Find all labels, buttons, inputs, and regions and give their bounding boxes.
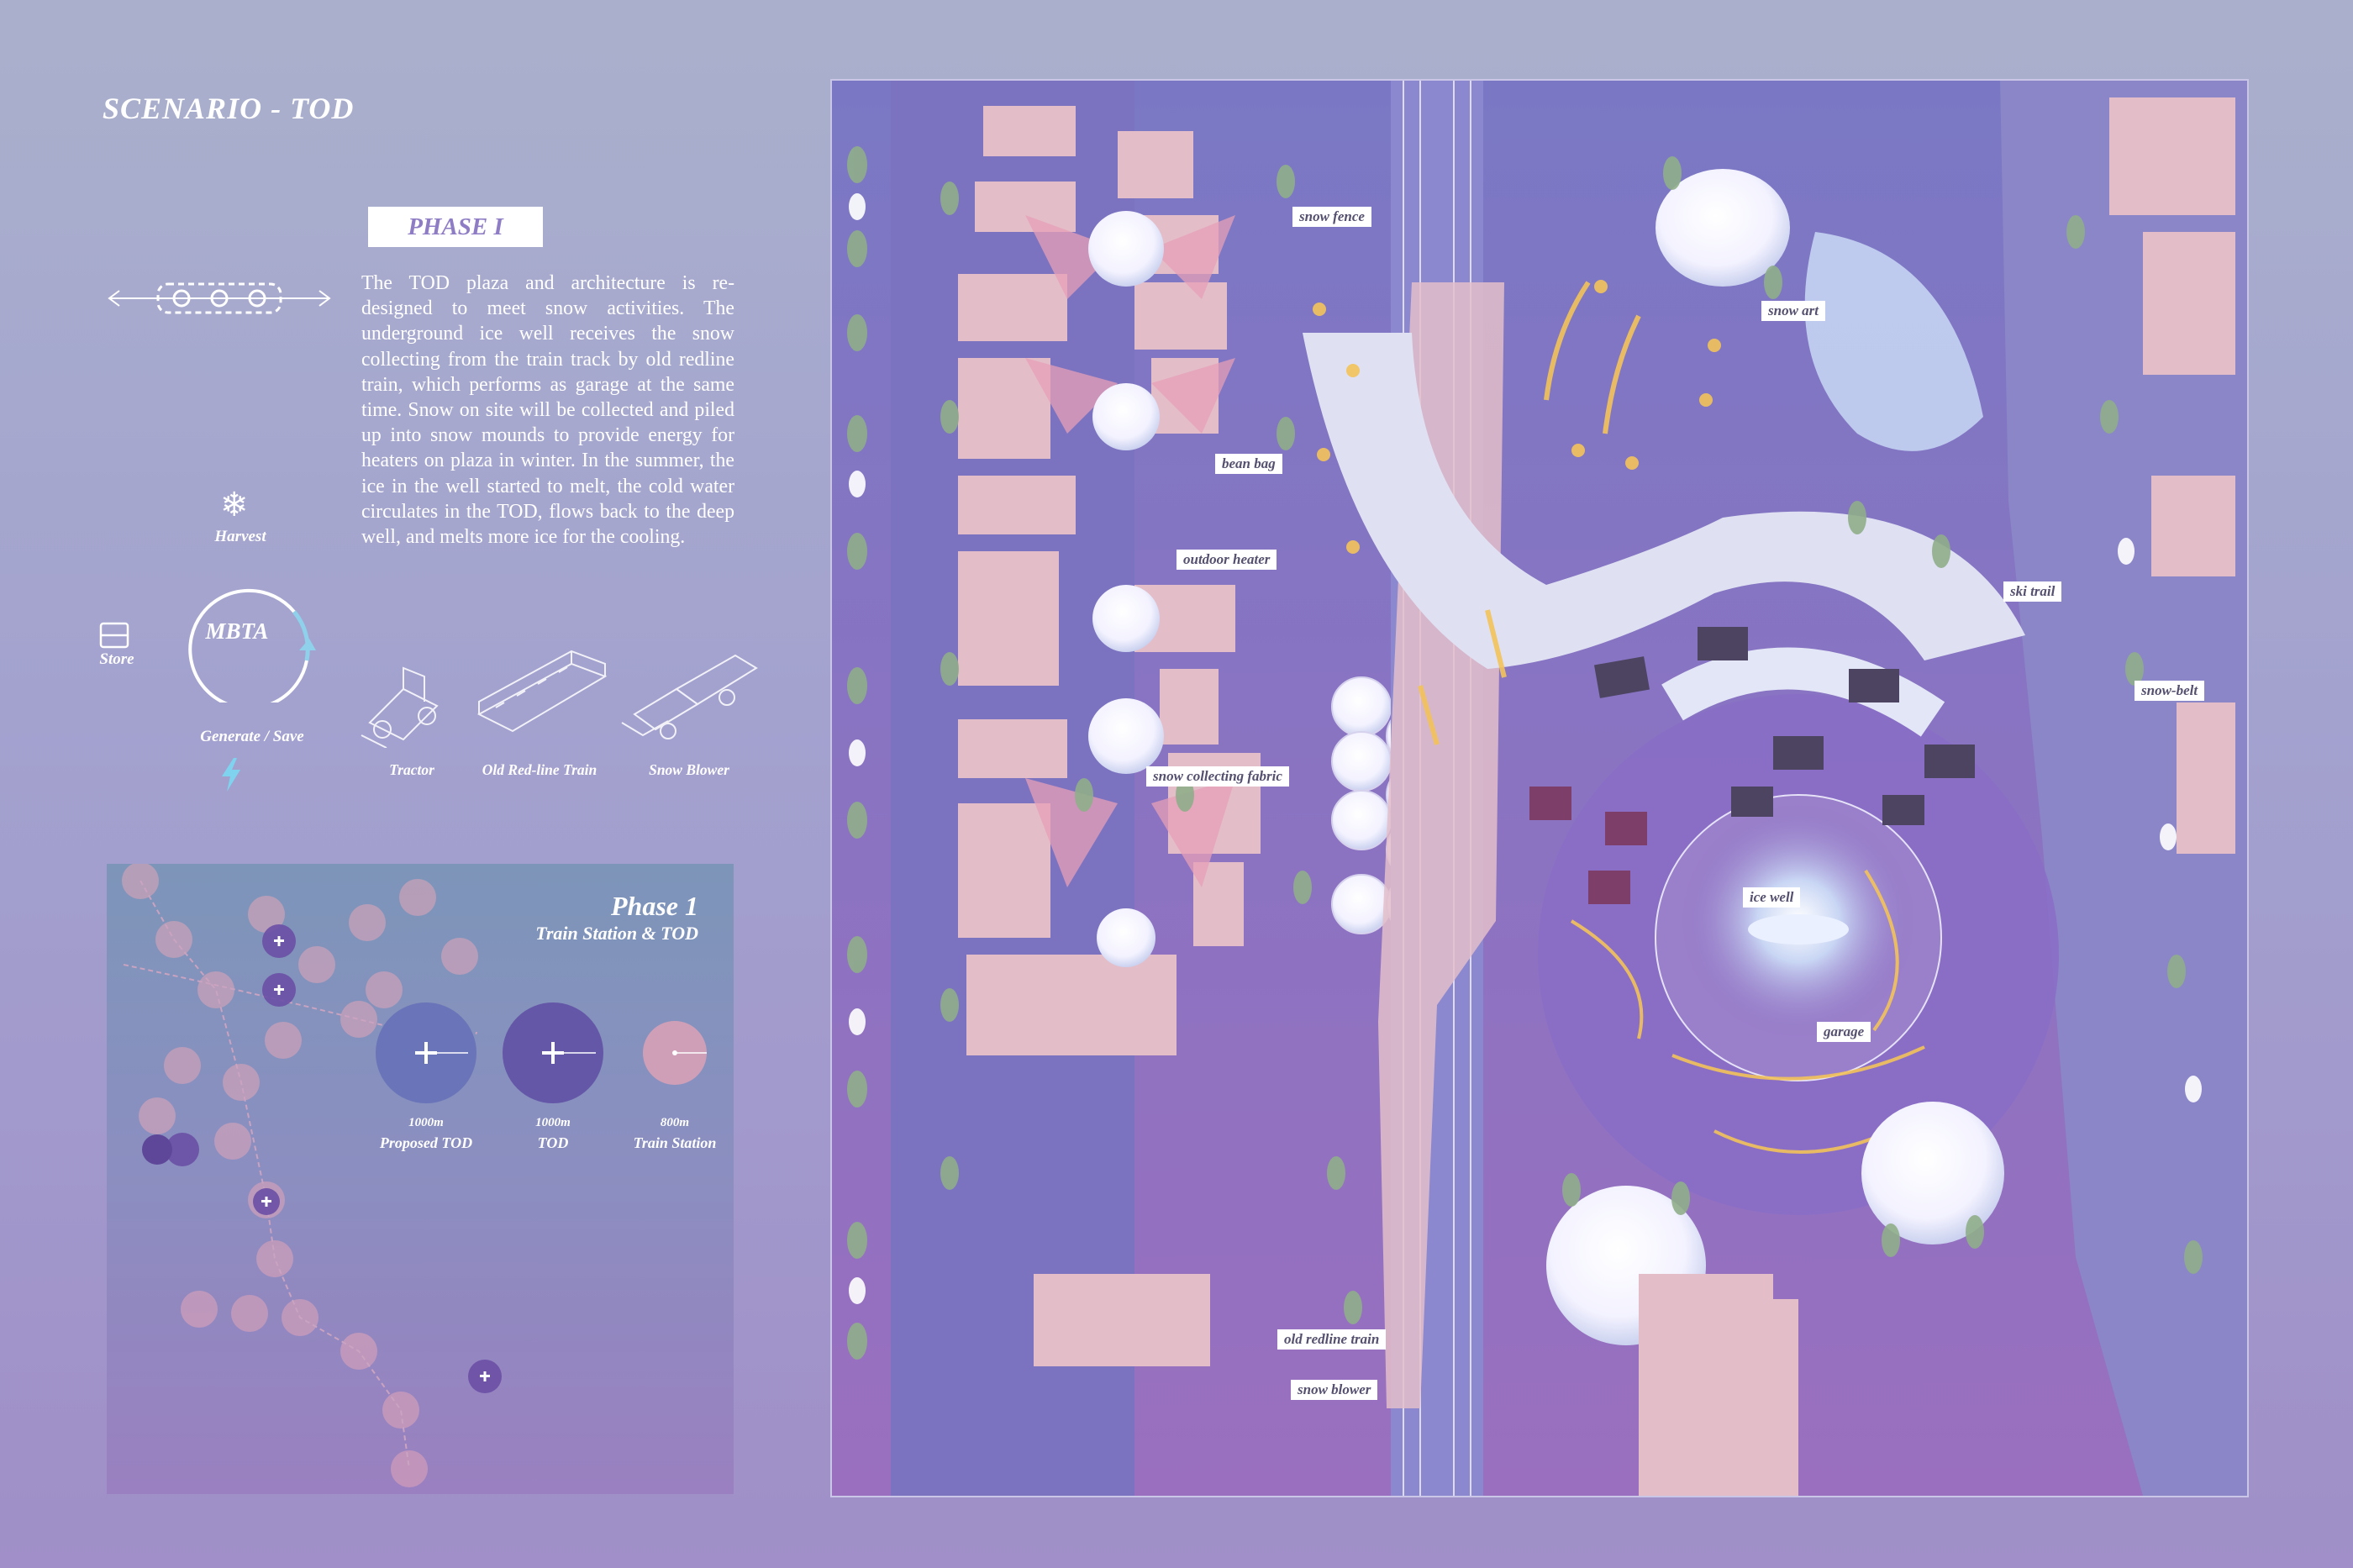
snowflake-icon: ❄: [220, 486, 249, 524]
map-subtitle: Train Station & TOD: [535, 923, 698, 944]
callout-snow-belt: snow-belt: [2135, 681, 2205, 701]
legend-name-proposed-tod: Proposed TOD: [379, 1134, 473, 1151]
legend-distance-proposed-tod: 1000m: [408, 1116, 444, 1129]
callout-snow-fence: snow fence: [1292, 207, 1371, 227]
callout-snow-art: snow art: [1761, 301, 1825, 321]
callout-outdoor-heater: outdoor heater: [1176, 550, 1277, 570]
mbta-label: MBTA: [205, 618, 269, 644]
callout-old-redline-train: old redline train: [1277, 1329, 1387, 1350]
legend-name-tod: TOD: [537, 1134, 569, 1151]
site-plan: snow fence snow art bean bag outdoor hea…: [830, 79, 2249, 1497]
callout-snow-collecting-fabric: snow collecting fabric: [1146, 766, 1289, 787]
callout-garage: garage: [1817, 1022, 1871, 1042]
harvest-label: Harvest: [214, 528, 266, 545]
map-legend-symbols: [376, 1002, 707, 1103]
callout-snow-blower: snow blower: [1291, 1380, 1378, 1400]
tractor-label: Tractor: [389, 761, 434, 778]
legend-distance-train-station: 800m: [660, 1116, 690, 1129]
legend-distance-tod: 1000m: [535, 1116, 571, 1129]
storage-icon: [99, 622, 129, 649]
page-title: SCENARIO - TOD: [103, 92, 355, 125]
description: The TOD plaza and architecture is re-des…: [361, 272, 734, 549]
train-label: Old Red-line Train: [482, 761, 597, 778]
store-label: Store: [99, 650, 134, 668]
site-plan-drawing: [832, 81, 2247, 1496]
callout-ski-trail: ski trail: [2003, 581, 2062, 602]
map-title: Phase 1: [611, 891, 698, 921]
tractor-icon: [361, 666, 439, 748]
mbta-cycle-ring: [188, 588, 316, 702]
snow-blower-label: Snow Blower: [649, 761, 729, 778]
callout-bean-bag: bean bag: [1215, 454, 1282, 474]
phase-map: Phase 1 Train Station & TOD 1000m Propos…: [107, 864, 734, 1494]
generate-label: Generate / Save: [200, 728, 304, 745]
phase-badge: PHASE I: [368, 207, 543, 247]
callout-ice-well: ice well: [1743, 887, 1801, 908]
legend-name-train-station: Train Station: [633, 1134, 717, 1151]
map-network: [122, 864, 502, 1487]
tod-line-icon: [108, 282, 331, 314]
lightning-icon: [222, 758, 240, 792]
snow-blower-icon: [621, 654, 758, 739]
train-icon: [476, 650, 608, 733]
